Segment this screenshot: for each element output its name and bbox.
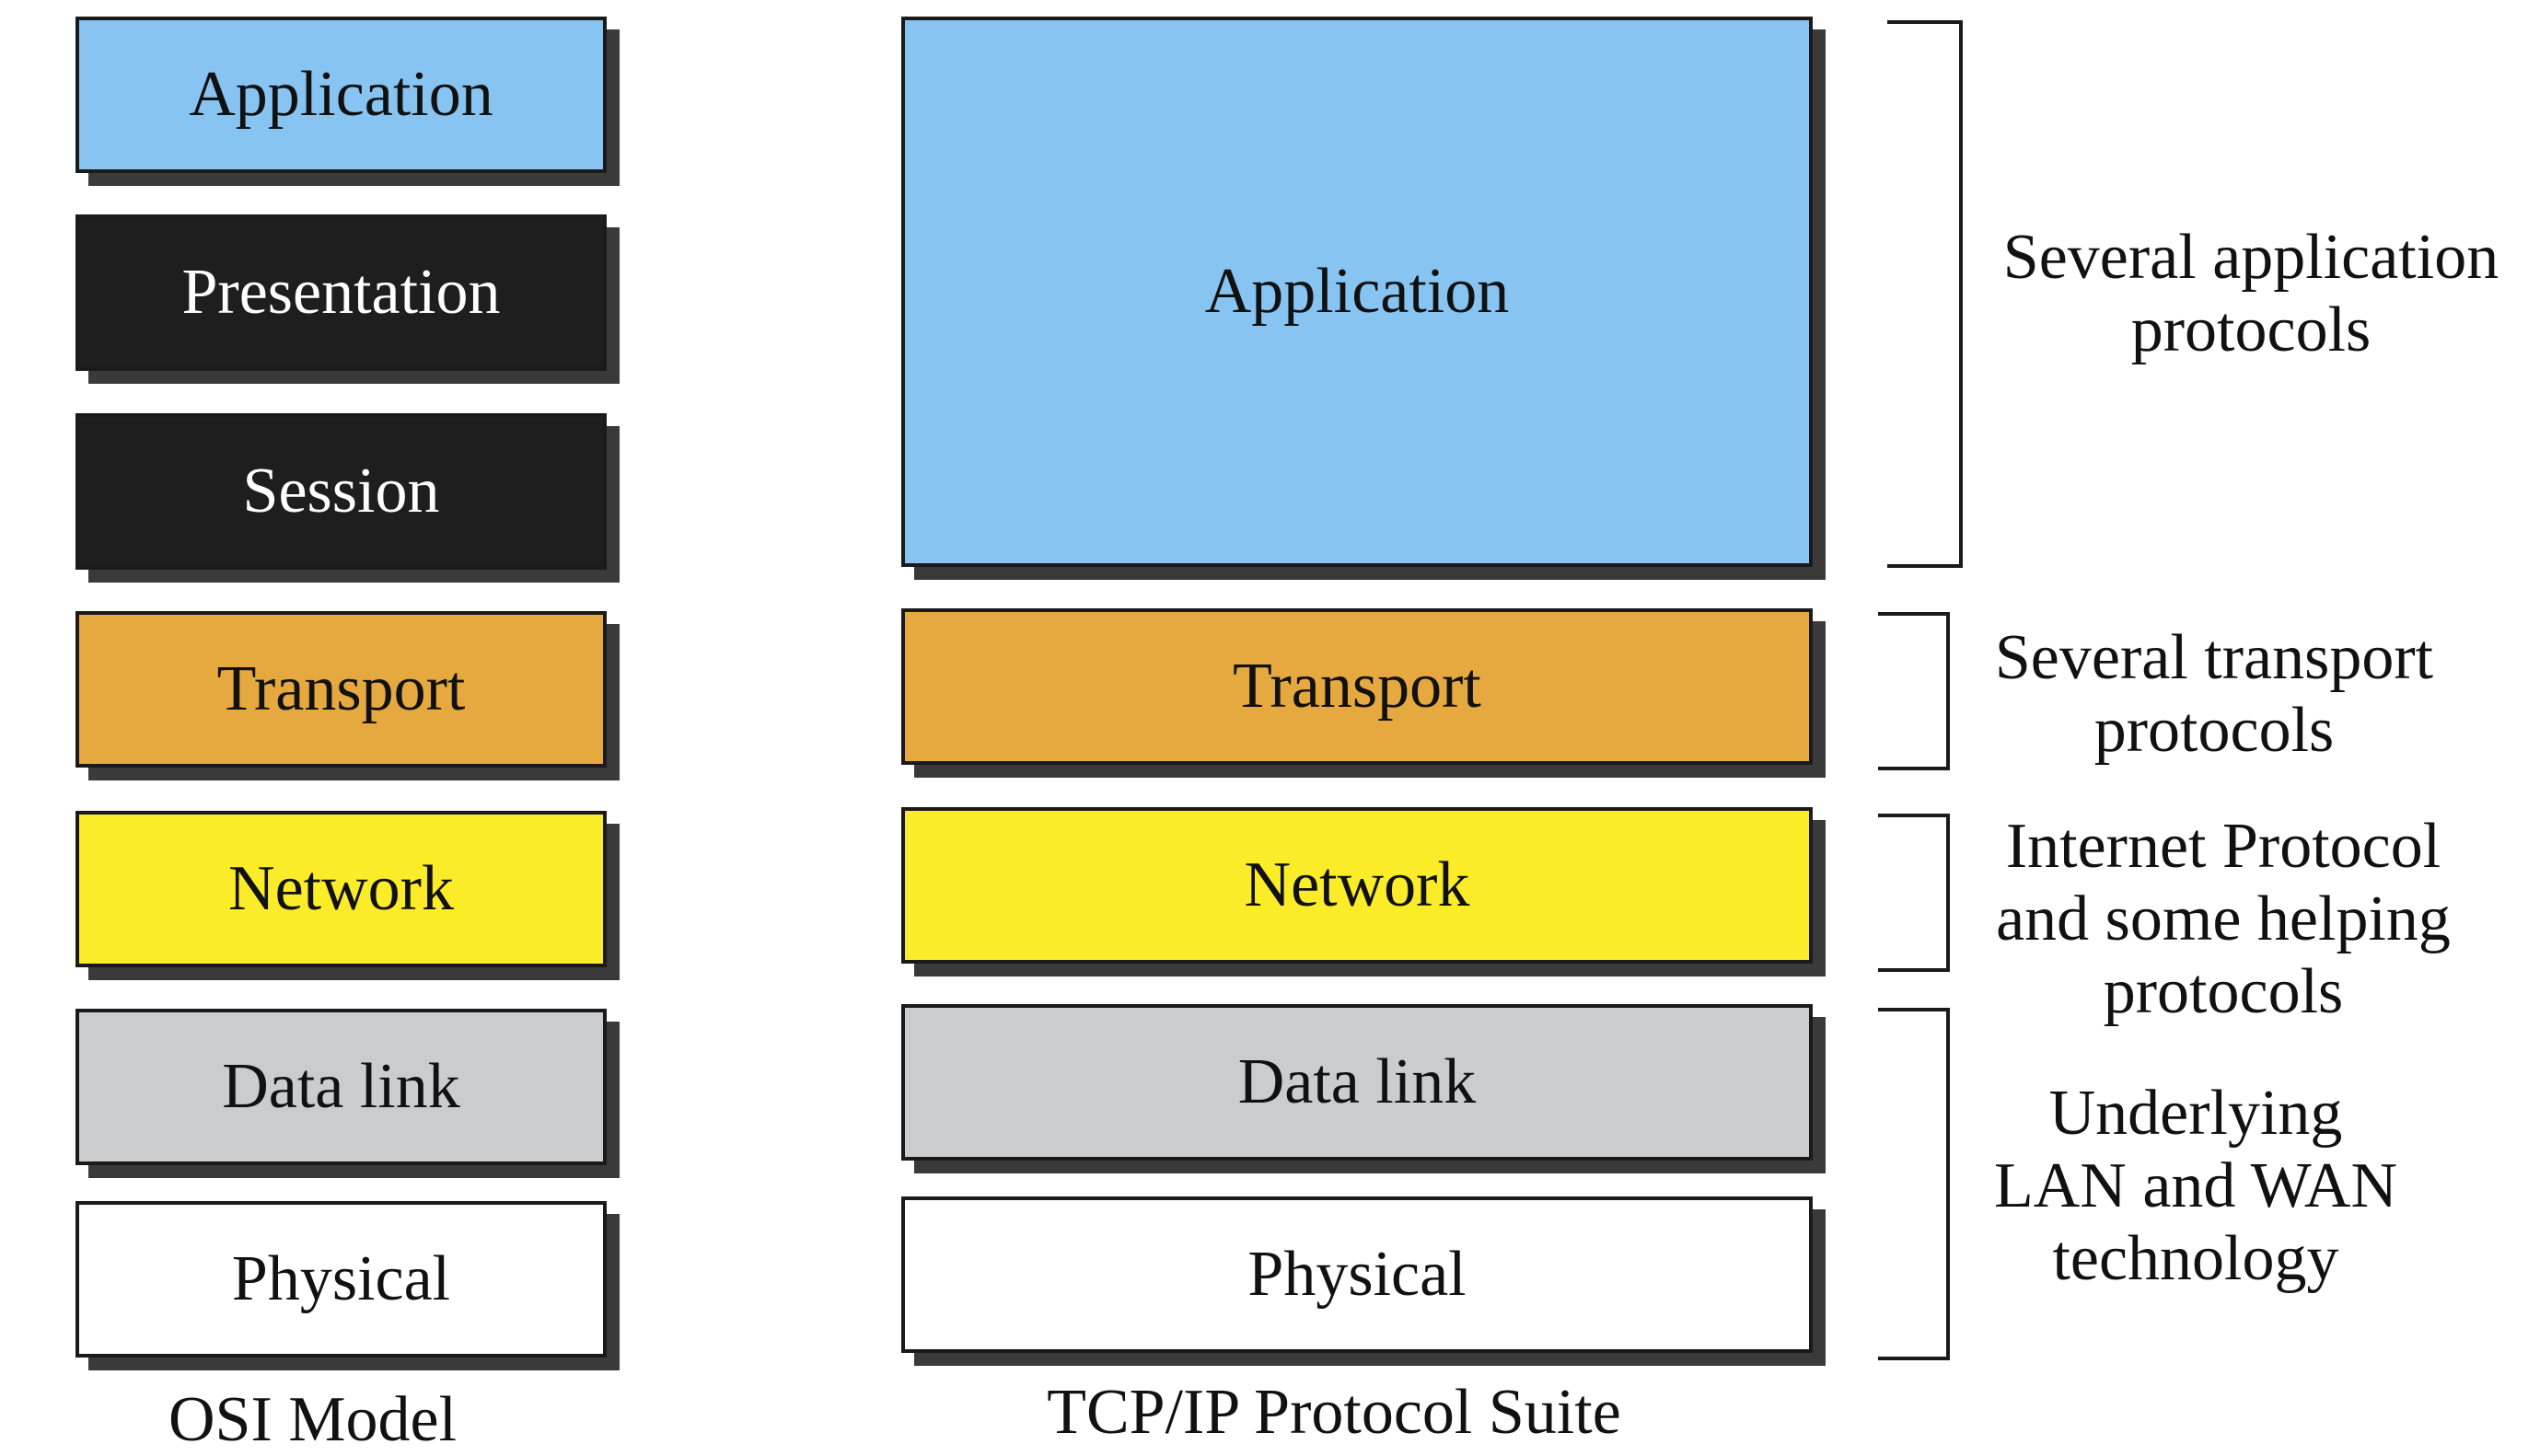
application-protocols-note: Several application protocols bbox=[1979, 221, 2522, 366]
underlying-bracket bbox=[1878, 1008, 1950, 1360]
osi-application-layer: Application bbox=[75, 17, 607, 173]
note-line: Internet Protocol bbox=[2005, 811, 2441, 882]
note-line: protocols bbox=[2093, 695, 2335, 767]
tcpip-suite-caption: TCP/IP Protocol Suite bbox=[1047, 1377, 1621, 1448]
osi-physical-label: Physical bbox=[231, 1243, 451, 1314]
note-line: Several application bbox=[2002, 222, 2499, 293]
transport-bracket bbox=[1878, 612, 1950, 770]
osi-physical-layer: Physical bbox=[75, 1201, 607, 1358]
osi-session-label: Session bbox=[242, 456, 440, 526]
note-line: LAN and WAN bbox=[1993, 1150, 2398, 1222]
note-line: protocols bbox=[2130, 295, 2371, 366]
tcpip-physical-label: Physical bbox=[1247, 1239, 1467, 1310]
tcpip-transport-label: Transport bbox=[1233, 651, 1481, 722]
network-bracket bbox=[1878, 814, 1950, 972]
tcpip-network-layer: Network bbox=[901, 807, 1813, 964]
tcpip-application-layer: Application bbox=[901, 17, 1813, 567]
osi-network-label: Network bbox=[228, 853, 454, 924]
note-line: protocols bbox=[2103, 956, 2344, 1028]
tcpip-transport-layer: Transport bbox=[901, 608, 1813, 765]
note-line: technology bbox=[2052, 1223, 2339, 1295]
tcpip-network-label: Network bbox=[1244, 849, 1470, 920]
osi-transport-label: Transport bbox=[216, 653, 466, 724]
osi-session-layer: Session bbox=[75, 413, 607, 570]
osi-presentation-layer: Presentation bbox=[75, 214, 607, 371]
tcpip-application-label: Application bbox=[1204, 256, 1510, 327]
transport-protocols-note: Several transport protocols bbox=[1970, 621, 2458, 767]
osi-data-link-label: Data link bbox=[222, 1051, 460, 1122]
osi-application-label: Application bbox=[189, 59, 493, 130]
tcpip-data-link-layer: Data link bbox=[901, 1004, 1813, 1161]
internet-protocol-note: Internet Protocol and some helping proto… bbox=[1970, 810, 2476, 1028]
note-line: Underlying bbox=[2048, 1078, 2343, 1149]
osi-data-link-layer: Data link bbox=[75, 1009, 607, 1165]
note-line: Several transport bbox=[1994, 622, 2434, 693]
tcpip-data-link-label: Data link bbox=[1237, 1046, 1477, 1117]
osi-network-layer: Network bbox=[75, 811, 607, 967]
osi-model-caption: OSI Model bbox=[168, 1384, 458, 1455]
osi-transport-layer: Transport bbox=[75, 611, 607, 768]
underlying-technology-note: Underlying LAN and WAN technology bbox=[1970, 1077, 2421, 1295]
tcpip-physical-layer: Physical bbox=[901, 1196, 1813, 1353]
note-line: and some helping bbox=[1996, 884, 2451, 955]
application-bracket bbox=[1887, 20, 1963, 568]
osi-presentation-label: Presentation bbox=[181, 257, 501, 328]
